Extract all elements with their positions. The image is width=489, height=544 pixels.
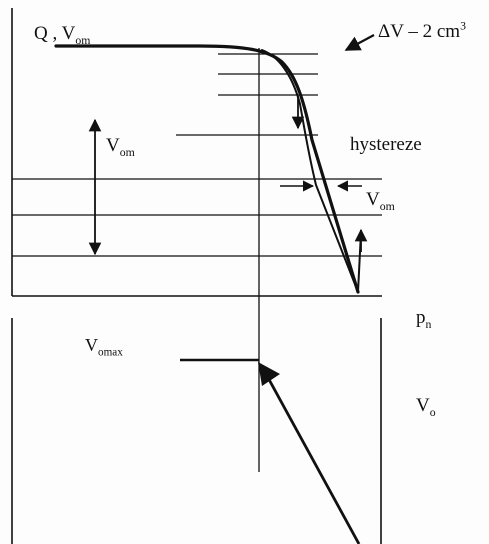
vom-right-label: Vom	[366, 189, 395, 213]
vom-left-label: Vom	[106, 135, 135, 159]
delta-v-label: ΔV – 2 cm3	[378, 19, 466, 42]
hysteresis-curve	[261, 49, 359, 293]
hysteresis-label: hystereze	[350, 134, 422, 155]
pn-label: pn	[416, 307, 432, 331]
main-curve	[54, 44, 360, 294]
vomax-label: Vomax	[85, 335, 123, 359]
delta-v-arrow	[344, 34, 375, 51]
vo-label: Vo	[416, 395, 436, 419]
q-vom-label: Q , Vom	[34, 23, 91, 47]
vomax-arrowhead	[258, 362, 280, 386]
vo-descending-line	[264, 373, 361, 544]
